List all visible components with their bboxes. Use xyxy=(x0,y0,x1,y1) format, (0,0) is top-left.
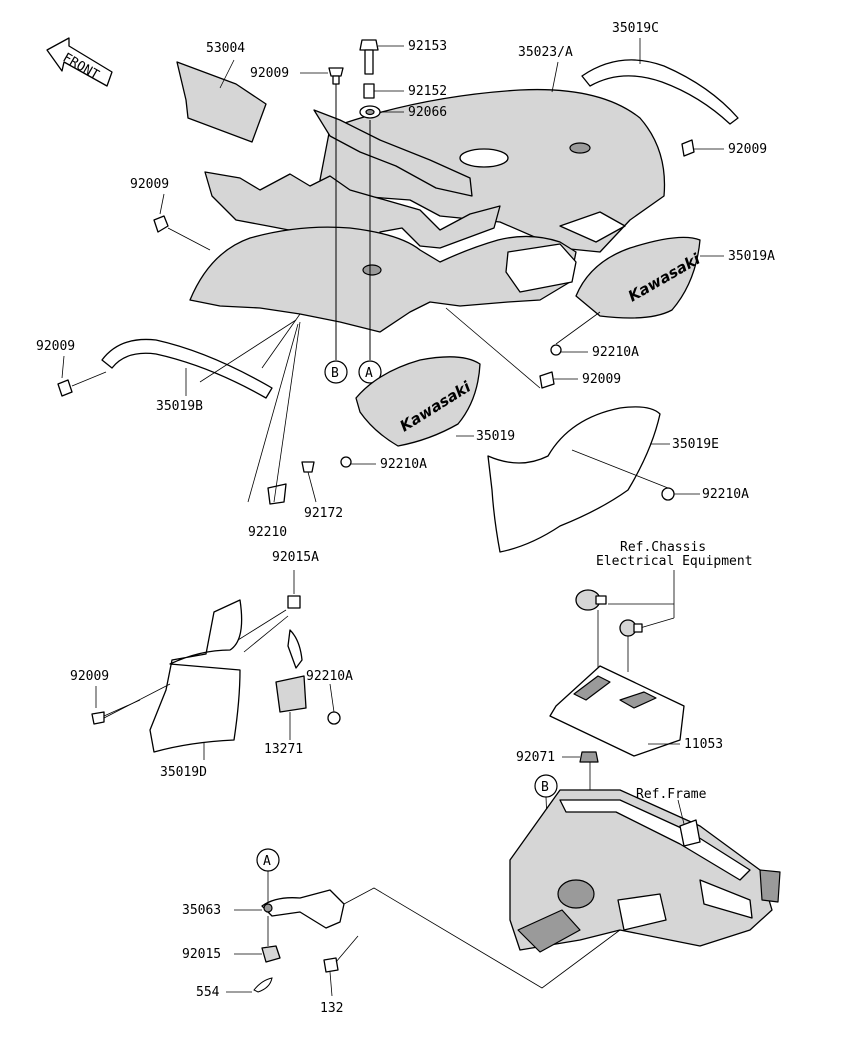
callout-35063: 35063 xyxy=(182,903,221,918)
part-35023A-rear-fender xyxy=(319,88,666,253)
callout-92210A-4: 92210A xyxy=(306,669,353,684)
bolt-92009-right xyxy=(681,139,695,157)
bolt-92009-top xyxy=(328,67,344,85)
callout-35023A: 35023/A xyxy=(518,45,573,60)
callout-92009-right: 92009 xyxy=(728,142,767,157)
clip-92210A-1 xyxy=(550,344,562,356)
connector-lower xyxy=(619,619,643,637)
clip-92210A-4 xyxy=(327,711,341,725)
part-11053-battery-tray xyxy=(549,665,685,757)
marker-B-lower: B xyxy=(534,774,558,798)
callout-132: 132 xyxy=(320,1001,343,1016)
callout-92172: 92172 xyxy=(304,506,343,521)
part-main-fender-body xyxy=(189,226,577,333)
clip-92210A-3 xyxy=(661,487,675,501)
callout-92071: 92071 xyxy=(516,750,555,765)
callout-92210A-3: 92210A xyxy=(702,487,749,502)
bolt-92153 xyxy=(359,39,379,75)
callout-35019E: 35019E xyxy=(672,437,719,452)
bolt-92009-lower-left xyxy=(57,379,73,397)
callout-92210A-1: 92210A xyxy=(592,345,639,360)
bolt-92009-left xyxy=(153,215,169,233)
nut-92015A xyxy=(287,595,301,609)
callout-35019C: 35019C xyxy=(612,21,659,36)
part-53004-sticker xyxy=(176,61,267,143)
bushing-92210 xyxy=(267,483,287,505)
callout-92210A-2: 92210A xyxy=(380,457,427,472)
svg-text:B: B xyxy=(541,780,549,795)
part-35019E-lower-cover xyxy=(487,406,661,553)
svg-text:A: A xyxy=(365,366,373,381)
part-35019D-inner-cover xyxy=(149,599,243,753)
callout-11053: 11053 xyxy=(684,737,723,752)
pin-554 xyxy=(253,977,273,993)
callout-92009-mid: 92009 xyxy=(582,372,621,387)
callout-92015: 92015 xyxy=(182,947,221,962)
marker-A-lower: A xyxy=(256,848,280,872)
callout-ref-chassis-line1: Ref.Chassis xyxy=(620,540,706,555)
front-direction-arrow: FRONT xyxy=(46,37,113,87)
callout-ref-frame: Ref.Frame xyxy=(636,787,707,802)
callout-92009-lower-left: 92009 xyxy=(36,339,75,354)
callout-13271: 13271 xyxy=(264,742,303,757)
connector-upper xyxy=(575,589,607,611)
nut-92071 xyxy=(579,751,599,763)
bolt-92009-mid xyxy=(539,371,555,389)
callout-92015A: 92015A xyxy=(272,550,319,565)
svg-text:B: B xyxy=(331,366,339,381)
callout-92153: 92153 xyxy=(408,39,447,54)
part-35063-bracket xyxy=(261,889,345,929)
callout-92210: 92210 xyxy=(248,525,287,540)
marker-A-upper: A xyxy=(358,360,382,384)
callout-92009-d: 92009 xyxy=(70,669,109,684)
callout-554: 554 xyxy=(196,985,220,1000)
part-35019B-front-rail xyxy=(101,338,273,399)
callout-ref-chassis-line2: Electrical Equipment xyxy=(596,554,753,569)
callout-92009-top: 92009 xyxy=(250,66,289,81)
callout-53004: 53004 xyxy=(206,41,245,56)
callout-35019: 35019 xyxy=(476,429,515,444)
callout-35019B: 35019B xyxy=(156,399,203,414)
clip-92210A-2 xyxy=(340,456,352,468)
nut-92015 xyxy=(261,945,281,963)
callout-92066: 92066 xyxy=(408,105,447,120)
frame-assembly xyxy=(509,789,781,953)
marker-B-upper: B xyxy=(324,360,348,384)
grommet-92066 xyxy=(359,105,381,119)
bolt-92009-d xyxy=(91,711,105,725)
callout-92152: 92152 xyxy=(408,84,447,99)
callout-92009-left: 92009 xyxy=(130,177,169,192)
spacer-92152 xyxy=(363,83,375,99)
callout-35019D: 35019D xyxy=(160,765,207,780)
callout-35019A: 35019A xyxy=(728,249,775,264)
svg-text:A: A xyxy=(263,854,271,869)
bolt-132 xyxy=(323,957,339,973)
screw-92172 xyxy=(301,461,315,473)
part-13271-bracket xyxy=(275,629,307,713)
part-35019C-rear-rail xyxy=(581,59,739,125)
